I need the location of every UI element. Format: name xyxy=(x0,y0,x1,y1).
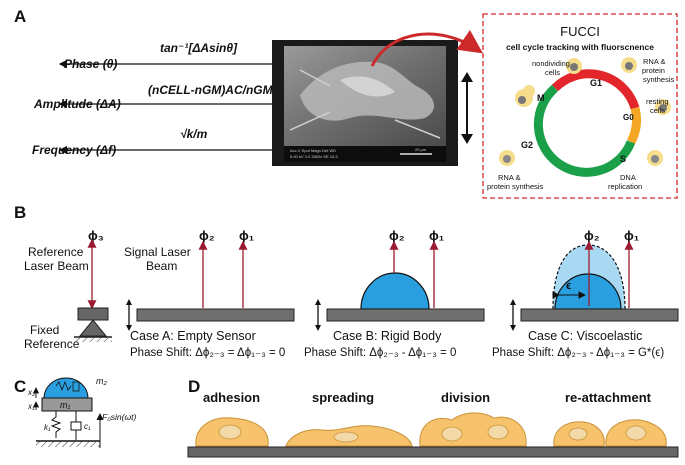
label-rna-bottom-1: RNA & xyxy=(498,173,521,182)
caseC-sensor xyxy=(520,308,679,322)
label-dna-1: DNA xyxy=(620,173,636,182)
frequency-formula: √k/m xyxy=(180,127,208,141)
phase-g0: G0 xyxy=(623,113,634,122)
fucci-cells xyxy=(499,57,671,166)
cell-cycle-ring xyxy=(533,69,641,177)
label-nondividing-2: cells xyxy=(545,68,560,77)
caseB-phase-shift: Phase Shift: Δϕ₂₋₃ - Δϕ₁₋₃ = 0 xyxy=(304,347,456,359)
label-nondividing: nondividing xyxy=(532,59,570,68)
fixed-ref-label-2: Reference xyxy=(24,337,80,351)
fixed-ref-label-1: Fixed xyxy=(30,323,59,337)
stage-spreading: spreading xyxy=(312,390,374,405)
label-resting-1: resting xyxy=(646,97,669,106)
caseA-phi1: ϕ₁ xyxy=(239,228,254,243)
caseB-title: Case B: Rigid Body xyxy=(333,329,442,343)
phase-s: S xyxy=(620,154,626,164)
phase-g2: G2 xyxy=(521,140,533,150)
sem-scale: 20 μm xyxy=(415,147,427,152)
fucci-link-arrow xyxy=(370,29,483,67)
panel-a-label: A xyxy=(14,7,26,26)
sem-meta-1: Acc.V Spot Magn Det WD xyxy=(290,148,336,153)
caseA-phi2: ϕ₂ xyxy=(199,228,215,243)
sem-image: Acc.V Spot Magn Det WD 5.00 kV 3.0 3500x… xyxy=(272,40,458,166)
stage-adhesion: adhesion xyxy=(203,390,260,405)
strain-symbol: ϵ xyxy=(566,280,571,292)
caseC-phi1: ϕ₁ xyxy=(624,228,639,243)
caseA-phase-shift: Phase Shift: Δϕ₂₋₃ = Δϕ₁₋₃ = 0 xyxy=(130,347,285,359)
label-rna-bottom-2: protein synthesis xyxy=(487,182,544,191)
fucci-title: FUCCI xyxy=(560,24,600,39)
caseC-phi2: ϕ₂ xyxy=(584,228,600,243)
fucci-box xyxy=(482,13,678,199)
panel-c-label: C xyxy=(14,377,26,396)
caseB-phi2: ϕ₂ xyxy=(389,228,405,243)
caseB-sensor xyxy=(326,308,485,322)
fixed-reference-support xyxy=(78,319,108,337)
label-force: F₀sin(ωt) xyxy=(102,412,136,422)
phase-m: M xyxy=(537,93,545,103)
substrate-bar xyxy=(187,446,679,458)
caseA-sensor xyxy=(136,308,295,322)
label-c1: c₁ xyxy=(84,422,91,431)
label-k1: k₁ xyxy=(44,423,51,432)
sem-meta-2: 5.00 kV 3.0 3500x SE 10.3 xyxy=(290,154,338,159)
caseB-phi1: ϕ₁ xyxy=(429,228,444,243)
phase-g1: G1 xyxy=(590,78,602,88)
label-x1: x₁ xyxy=(27,402,35,411)
fixed-reference-block xyxy=(77,307,109,321)
stage-reattachment: re-attachment xyxy=(565,390,652,405)
label-rna-2: protein xyxy=(642,66,665,75)
label-resting-2: cells xyxy=(650,106,665,115)
amplitude-formula: (nCELL-nGM)AC/nGMAS xyxy=(148,83,289,97)
caseA-title: Case A: Empty Sensor xyxy=(130,329,256,343)
label-dna-2: replication xyxy=(608,182,642,191)
panel-b-label: B xyxy=(14,203,26,222)
caseB-rigid-body xyxy=(360,272,430,310)
signal-beam-label-1: Signal Laser xyxy=(124,245,191,259)
phase-label: Phase (θ) xyxy=(64,57,117,71)
caseC-phase-shift: Phase Shift: Δϕ₂₋₃ - Δϕ₁₋₃ = G*(ϵ) xyxy=(492,347,664,359)
frequency-label: Frequency (Δf) xyxy=(32,143,116,157)
phase-formula: tan⁻¹[ΔAsinθ] xyxy=(160,41,238,55)
phi3-label: ϕ₃ xyxy=(88,228,104,243)
label-rna-3: synthesis xyxy=(643,75,675,84)
mass-spring-model xyxy=(32,377,104,448)
label-m1: m₁ xyxy=(60,400,70,410)
panel-d-label: D xyxy=(188,377,200,396)
reference-beam-label-2: Laser Beam xyxy=(24,259,89,273)
label-rna-1: RNA & xyxy=(643,57,666,66)
caseC-title: Case C: Viscoelastic xyxy=(528,329,642,343)
amplitude-label: Amplitude (ΔA) xyxy=(33,97,121,111)
reference-beam-label-1: Reference xyxy=(28,245,84,259)
label-m2: m₂ xyxy=(96,376,107,386)
cell-stages xyxy=(195,412,667,447)
fucci-subtitle: cell cycle tracking with fluorscnence xyxy=(506,42,654,52)
signal-beam-label-2: Beam xyxy=(146,259,177,273)
stage-division: division xyxy=(441,390,490,405)
label-x2: x₂ xyxy=(27,388,35,397)
